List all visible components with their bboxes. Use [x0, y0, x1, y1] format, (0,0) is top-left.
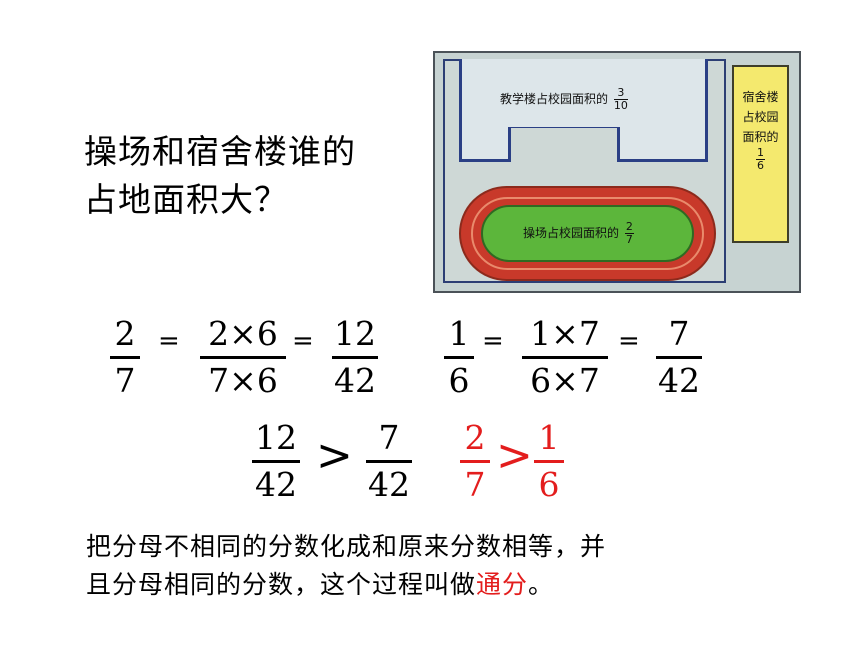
- fraction-denominator: 6: [757, 159, 764, 172]
- sports-field-text: 操场占校园面积的: [523, 226, 620, 240]
- sports-field: 操场占校园面积的 2 7: [481, 205, 694, 262]
- summary-line-2-end: 。: [528, 570, 555, 599]
- dormitory-label-line: 面积的: [742, 130, 779, 144]
- dormitory-label-line: 占校园: [742, 110, 779, 124]
- eq2-fraction-1x7-6x7: 1×7 6×7: [522, 314, 608, 401]
- eq2-equals-2: =: [618, 326, 640, 356]
- dormitory-building: 宿舍楼 占校园 面积的 1 6: [732, 65, 789, 243]
- fraction-denominator: 7: [114, 361, 136, 400]
- fraction-numerator: 7: [668, 314, 690, 353]
- fraction-denominator: 6: [448, 361, 470, 400]
- fraction-numerator: 2: [114, 314, 136, 353]
- question-text: 操场和宿舍楼谁的 占地面积大？: [84, 128, 404, 224]
- eq1-fraction-2-7: 2 7: [110, 314, 140, 401]
- summary-line-2: 且分母相同的分数，这个过程叫做通分。: [86, 566, 786, 604]
- fraction-denominator: 7: [464, 465, 486, 504]
- compare2-fraction-1-6: 1 6: [534, 418, 564, 505]
- fraction-numerator: 1×7: [530, 314, 600, 353]
- campus-map-yard: 教学楼占校园面积的 3 10 操场占校园面积的 2 7: [443, 59, 726, 283]
- eq1-equals-2: =: [292, 326, 314, 356]
- sports-field-label: 操场占校园面积的 2 7: [523, 221, 634, 246]
- fraction-denominator: 7: [625, 233, 633, 246]
- fraction-bar: [252, 460, 300, 463]
- sports-field-fraction: 2 7: [624, 220, 634, 246]
- fraction-denominator: 42: [658, 361, 700, 400]
- question-line-1: 操场和宿舍楼谁的: [84, 132, 356, 171]
- compare2-greater-than: >: [496, 430, 533, 481]
- eq2-equals-1: =: [482, 326, 504, 356]
- fraction-numerator: 2×6: [208, 314, 278, 353]
- fraction-denominator: 42: [255, 465, 297, 504]
- eq2-fraction-7-42: 7 42: [656, 314, 702, 401]
- compare1-fraction-7-42: 7 42: [366, 418, 412, 505]
- campus-map: 教学楼占校园面积的 3 10 操场占校园面积的 2 7 宿舍楼: [433, 51, 801, 293]
- dormitory-label-line: 宿舍楼: [742, 90, 779, 104]
- fraction-denominator: 42: [368, 465, 410, 504]
- highlight-term: 通分: [476, 570, 529, 599]
- question-line-2: 占地面积大？: [84, 180, 288, 219]
- summary-line-1: 把分母不相同的分数化成和原来分数相等，并: [86, 532, 607, 561]
- fraction-numerator: 1: [448, 314, 470, 353]
- dormitory-label: 宿舍楼 占校园 面积的 1 6: [734, 87, 787, 172]
- compare1-greater-than: >: [316, 430, 353, 481]
- teaching-building-joint: [465, 121, 696, 127]
- dormitory-fraction: 1 6: [756, 147, 765, 172]
- fraction-numerator: 12: [255, 418, 297, 457]
- fraction-bar: [366, 460, 412, 463]
- fraction-bar: [460, 460, 490, 463]
- eq1-fraction-2x6-7x6: 2×6 7×6: [200, 314, 286, 401]
- fraction-numerator: 7: [378, 418, 400, 457]
- fraction-numerator: 2: [624, 220, 634, 234]
- fraction-denominator: 42: [334, 361, 376, 400]
- eq1-equals-1: =: [158, 326, 180, 356]
- fraction-denominator: 6: [538, 465, 560, 504]
- fraction-bar: [522, 356, 608, 359]
- compare2-fraction-2-7: 2 7: [460, 418, 490, 505]
- fraction-numerator: 2: [464, 418, 486, 457]
- fraction-bar: [534, 460, 564, 463]
- fraction-bar: [656, 356, 702, 359]
- eq1-fraction-12-42: 12 42: [332, 314, 378, 401]
- fraction-numerator: 12: [334, 314, 376, 353]
- fraction-bar: [110, 356, 140, 359]
- running-track: 操场占校园面积的 2 7: [459, 186, 716, 281]
- fraction-bar: [332, 356, 378, 359]
- fraction-numerator: 1: [538, 418, 560, 457]
- fraction-denominator: 10: [613, 99, 628, 112]
- teaching-building-label: 教学楼占校园面积的 3 10: [500, 87, 628, 112]
- fraction-numerator: 1: [756, 146, 765, 160]
- teaching-building-right-wing: [617, 121, 708, 162]
- compare1-fraction-12-42: 12 42: [252, 418, 300, 505]
- track-lane-line: [471, 197, 704, 270]
- fraction-bar: [444, 356, 474, 359]
- fraction-denominator: 6×7: [530, 361, 600, 400]
- fraction-denominator: 7×6: [208, 361, 278, 400]
- fraction-bar: [200, 356, 286, 359]
- teaching-building-text: 教学楼占校园面积的: [500, 92, 609, 106]
- teaching-building-fraction: 3 10: [613, 87, 628, 112]
- summary-text: 把分母不相同的分数化成和原来分数相等，并 且分母相同的分数，这个过程叫做通分。: [86, 528, 786, 604]
- eq2-fraction-1-6: 1 6: [444, 314, 474, 401]
- summary-line-2-text: 且分母相同的分数，这个过程叫做: [86, 570, 477, 599]
- teaching-building-left-wing: [459, 121, 511, 162]
- fraction-numerator: 3: [613, 87, 628, 100]
